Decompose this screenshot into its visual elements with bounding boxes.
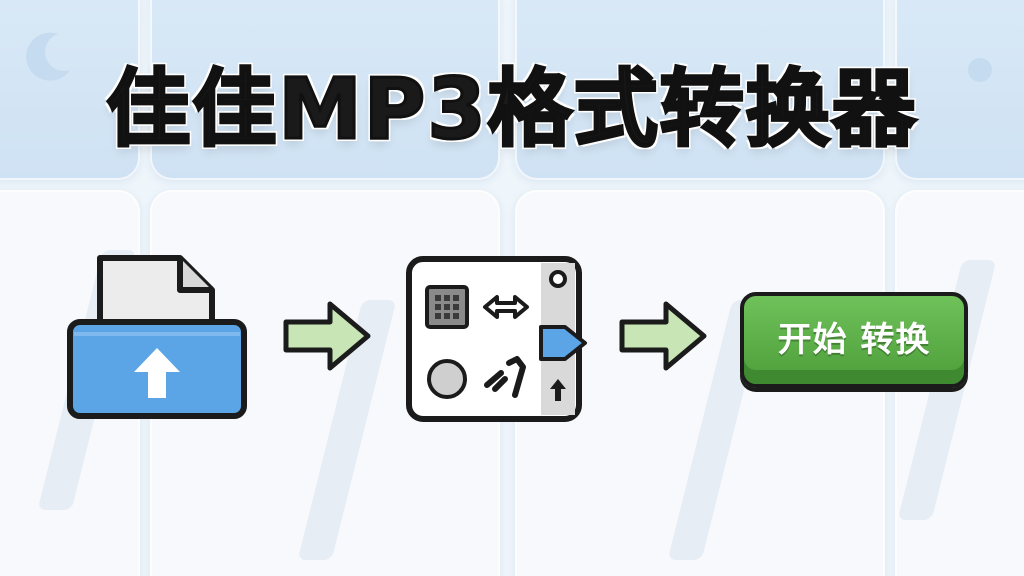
arrow-right-icon [283, 301, 371, 371]
bg-tile [0, 0, 140, 180]
bg-tile [150, 0, 500, 180]
start-convert-button[interactable]: 开始 转换 [740, 292, 968, 388]
dot-icon [968, 58, 992, 82]
arrow-right-icon [619, 301, 707, 371]
upload-file-icon[interactable] [62, 248, 252, 423]
bg-tile [515, 0, 885, 180]
moon-icon [26, 32, 70, 81]
convert-settings-icon[interactable] [405, 255, 600, 425]
bg-tile [895, 0, 1024, 180]
start-convert-label: 开始 转换 [777, 319, 931, 360]
page-title: 佳佳MP3格式转换器 [105, 59, 918, 160]
